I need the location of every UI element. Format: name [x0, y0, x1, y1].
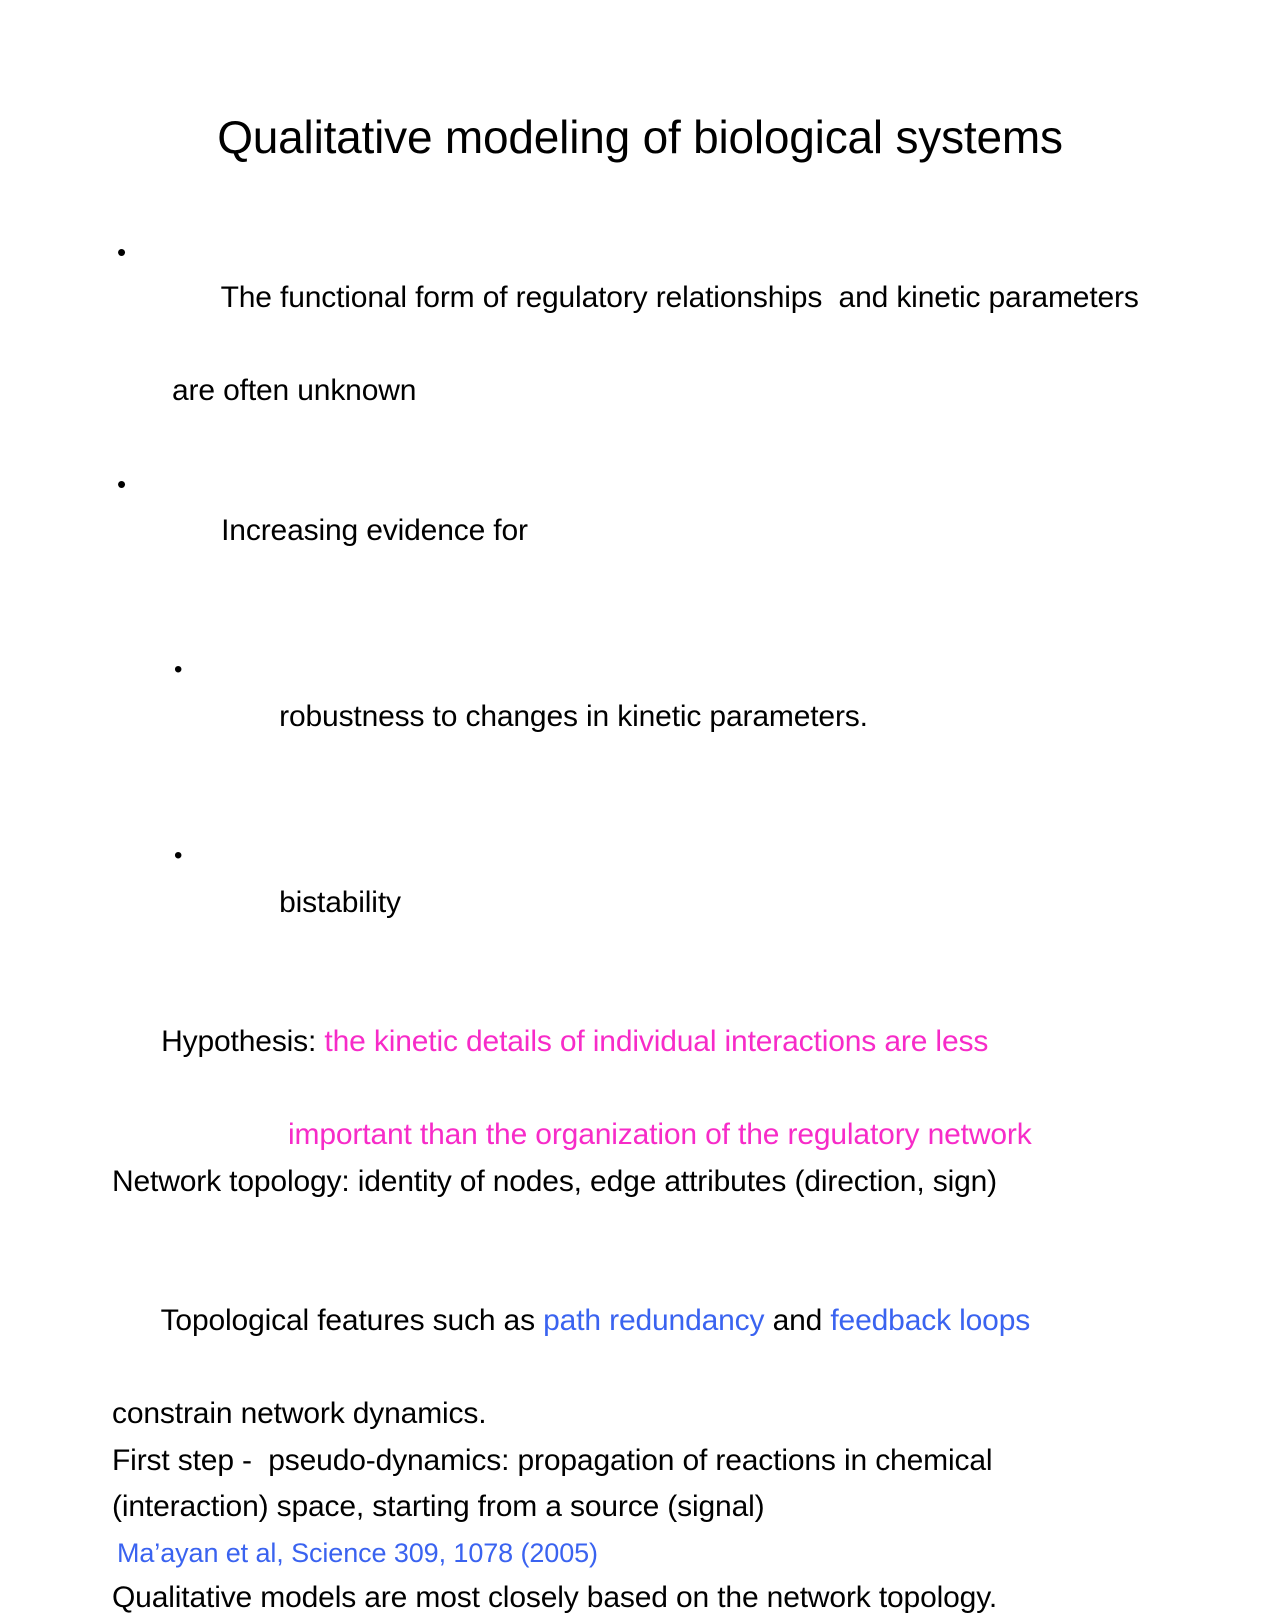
list-item-label: robustness to changes in kinetic paramet…: [279, 700, 868, 733]
slide: Qualitative modeling of biological syste…: [0, 0, 1280, 989]
list-item-label: bistability: [279, 886, 401, 919]
bullet-icon: •: [174, 647, 182, 694]
topological-text-part2: and: [764, 1304, 830, 1337]
list-item: • robustness to changes in kinetic param…: [112, 601, 1212, 787]
bullet-icon: •: [117, 229, 126, 276]
network-topology-line: Network topology: identity of nodes, edg…: [112, 1159, 1212, 1206]
page-title: Qualitative modeling of biological syste…: [0, 109, 1280, 165]
first-step-line2: (interaction) space, starting from a sou…: [112, 1484, 1212, 1531]
list-item: • Increasing evidence for: [112, 415, 1212, 601]
bullet-icon: •: [174, 833, 182, 880]
slide-body: • The functional form of regulatory rela…: [112, 182, 1212, 1621]
topological-features-line2: constrain network dynamics.: [112, 1391, 1212, 1438]
topological-features-line: Topological features such as path redund…: [112, 1252, 1212, 1392]
list-item-continuation: are often unknown: [112, 368, 1212, 415]
spacer: [112, 1205, 1212, 1252]
closing-line: Qualitative models are most closely base…: [112, 1575, 1212, 1621]
highlight-path-redundancy: path redundancy: [543, 1304, 764, 1337]
list-item-label: The functional form of regulatory relati…: [221, 281, 1139, 314]
hypothesis-label: Hypothesis:: [161, 1025, 324, 1058]
bullet-icon: •: [117, 461, 126, 508]
hypothesis-text-line1: the kinetic details of individual intera…: [324, 1025, 988, 1058]
list-item: • The functional form of regulatory rela…: [112, 182, 1212, 368]
citation-reference: Ma’ayan et al, Science 309, 1078 (2005): [112, 1531, 1212, 1575]
list-item-label: Increasing evidence for: [221, 514, 528, 547]
topological-text-part1: Topological features such as: [161, 1304, 544, 1337]
hypothesis-text-line2: important than the organization of the r…: [112, 1112, 1212, 1159]
first-step-line1: First step - pseudo-dynamics: propagatio…: [112, 1438, 1212, 1485]
hypothesis-line: Hypothesis: the kinetic details of indiv…: [112, 973, 1212, 1113]
highlight-feedback-loops: feedback loops: [830, 1304, 1030, 1337]
list-item: • bistability: [112, 787, 1212, 973]
